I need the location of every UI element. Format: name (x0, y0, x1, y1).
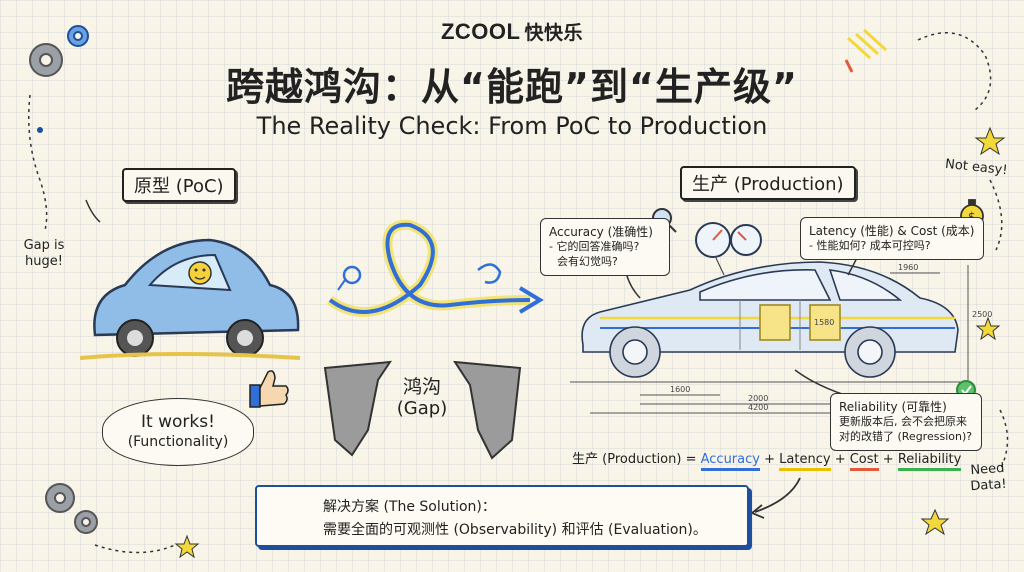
formula-accuracy: Accuracy (700, 452, 760, 471)
star-icon (174, 534, 200, 559)
brand-sub: 快快乐 (524, 22, 583, 44)
gap-label-en: (Gap) (396, 398, 448, 419)
gap-label-zh: 鸿沟 (402, 376, 441, 398)
dim-label: 1580 (814, 318, 835, 327)
poc-label: 原型 (PoC) (122, 168, 236, 202)
gear-icon (29, 43, 63, 77)
formula-lhs: 生产 (Production) = (572, 452, 697, 467)
dim-label: 4200 (748, 403, 769, 412)
car-poc-illustration (79, 238, 301, 360)
formula-latency: Latency (779, 452, 831, 471)
formula-plus: + (834, 452, 846, 467)
works-bubble: It works! (Functionality) (102, 398, 254, 466)
swirl-arrow-illustration (327, 219, 544, 317)
gear-icon (67, 25, 89, 47)
cliff-illustration (323, 360, 522, 460)
thumbs-up-icon (249, 370, 289, 408)
brand-name: ZCOOL (440, 19, 521, 44)
latency-q1: - 性能如何? 成本可控吗? (809, 239, 931, 253)
gap-huge-note: Gap is huge! (23, 238, 65, 270)
bubble-line1: It works! (141, 412, 215, 432)
gear-icon (45, 483, 98, 534)
page-title: 跨越鸿沟：从“能跑”到“生产级” (226, 65, 798, 109)
production-formula: 生产 (Production) = Accuracy + Latency + C… (572, 448, 962, 471)
dim-label: 2000 (748, 394, 769, 403)
page-subtitle: The Reality Check: From PoC to Productio… (256, 112, 768, 140)
star-icon (975, 316, 1001, 341)
latency-cost-callout: Latency (性能) & Cost (成本) - 性能如何? 成本可控吗? (800, 217, 984, 261)
accuracy-q2: 会有幻觉吗? (557, 255, 618, 269)
reliability-callout: Reliability (可靠性) 更新版本后, 会不会把原来 对的改错了 (R… (830, 393, 982, 451)
need-data-note: Need Data! (969, 460, 1008, 494)
dim-label: 1600 (670, 385, 691, 394)
bubble-line2: (Functionality) (127, 434, 229, 451)
reliability-q2: 对的改错了 (Regression)? (839, 430, 973, 444)
dim-label: 1960 (898, 263, 919, 272)
accuracy-q1: - 它的回答准确吗? (549, 240, 640, 254)
latency-title: Latency (性能) & Cost (成本) (809, 224, 975, 238)
solution-title: 解决方案 (The Solution)： (323, 499, 496, 515)
accuracy-title: Accuracy (准确性) (549, 225, 653, 239)
solution-text: 需要全面的可观测性 (Observability) 和评估 (Evaluatio… (323, 522, 707, 538)
star-icon (974, 126, 1006, 156)
solution-box: 解决方案 (The Solution)： 需要全面的可观测性 (Observab… (255, 485, 749, 547)
dim-label: 2500 (972, 310, 993, 319)
formula-plus: + (882, 452, 894, 467)
formula-reliability: Reliability (897, 452, 962, 471)
reliability-q1: 更新版本后, 会不会把原来 (839, 415, 967, 429)
production-label: 生产 (Production) (680, 166, 856, 200)
car-production-blueprint (570, 261, 969, 414)
accuracy-callout: Accuracy (准确性) - 它的回答准确吗? 会有幻觉吗? (540, 218, 670, 276)
reliability-title: Reliability (可靠性) (839, 400, 947, 414)
star-icon (920, 508, 950, 536)
formula-plus: + (764, 452, 776, 467)
speed-gauge-icon (695, 222, 762, 276)
formula-cost: Cost (849, 452, 879, 471)
